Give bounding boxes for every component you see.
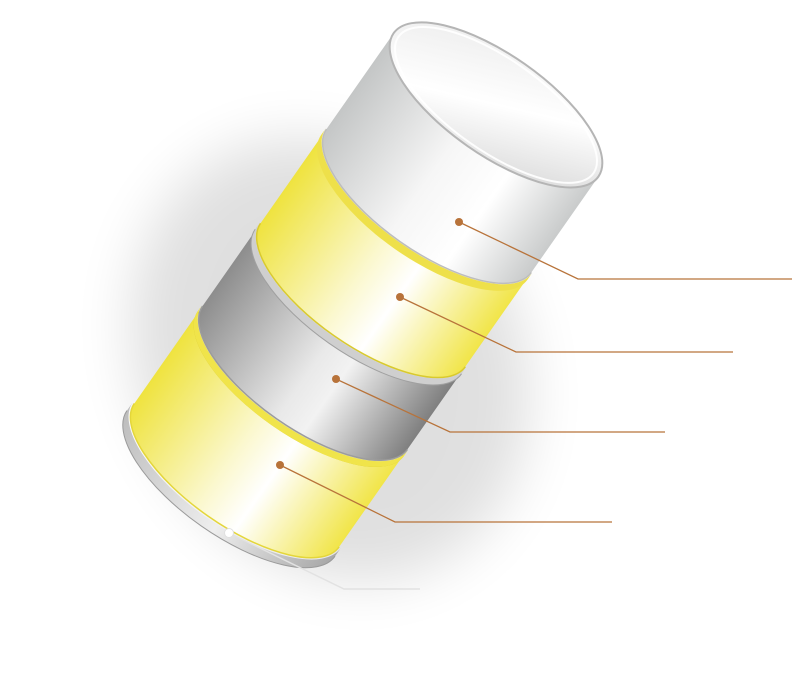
callout-dot <box>332 375 340 383</box>
callout-base <box>224 528 420 590</box>
layer-3-band <box>197 229 461 462</box>
cylinder <box>122 21 604 569</box>
ring-2 <box>250 222 467 386</box>
ring-1 <box>317 128 533 291</box>
top-cap <box>321 21 604 285</box>
callout-top-cap <box>455 218 792 280</box>
callout-dot <box>455 218 463 226</box>
callouts <box>224 218 792 590</box>
layer-2-band <box>255 135 527 379</box>
callout-layer-2 <box>396 293 733 353</box>
callout-layer-3 <box>332 375 665 433</box>
callout-dot <box>224 528 234 538</box>
callout-dot <box>276 461 284 469</box>
callout-layer-4 <box>276 461 612 523</box>
callout-dot <box>396 293 404 301</box>
